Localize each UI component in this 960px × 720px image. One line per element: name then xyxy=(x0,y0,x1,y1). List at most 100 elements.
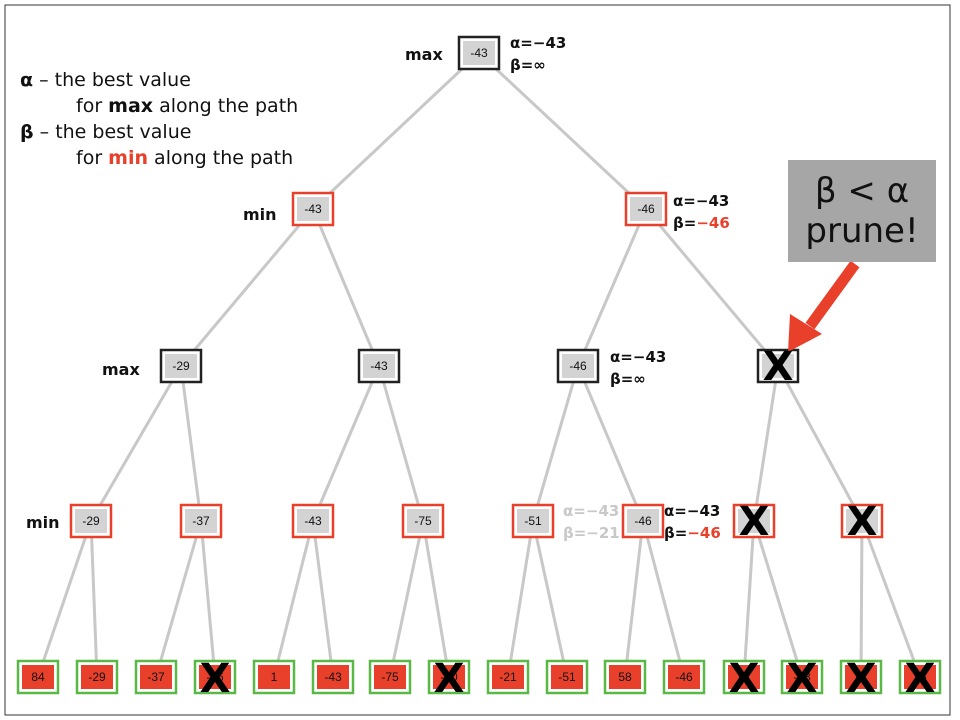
leaf-5-inner xyxy=(317,665,349,689)
edge-l1-1 xyxy=(311,208,381,367)
level-label-max: max xyxy=(102,360,140,379)
prune-x-mark: X xyxy=(763,344,794,390)
node-min-bottom-1: -37 xyxy=(179,503,223,539)
leaf-12-value: 8 xyxy=(741,670,748,684)
min46-beta-value: −46 xyxy=(687,524,720,542)
prune-x-mark: X xyxy=(729,656,760,702)
edge-l3-0 xyxy=(36,520,93,678)
slide-border xyxy=(4,4,951,716)
alpha-prefix: for xyxy=(76,95,109,117)
beta-desc: – the best value xyxy=(33,121,192,143)
prune-x-mark: X xyxy=(905,656,936,702)
node-max-0: -29 xyxy=(159,348,203,384)
leaf-5: -43 xyxy=(311,659,355,695)
leaf-13-inner xyxy=(786,665,818,689)
node-root: -43 xyxy=(457,35,501,71)
node-min-bottom-6-inner xyxy=(738,509,770,533)
leaf-11-value: -46 xyxy=(675,670,693,684)
node-min-0-value: -43 xyxy=(304,202,322,216)
edge-l2-6 xyxy=(752,365,780,522)
node-max-1: -43 xyxy=(357,348,401,384)
leaf-11-inner xyxy=(668,665,700,689)
node-min-bottom-5: -46 xyxy=(621,503,665,539)
edge-l3-4 xyxy=(272,520,315,678)
node-min-bottom-3-inner xyxy=(407,509,439,533)
grey-alpha: α=−43 xyxy=(563,502,619,520)
right-min-alpha: α=−43 xyxy=(673,192,729,210)
leaf-10: 58 xyxy=(603,659,647,695)
leaf-15-value: 76 xyxy=(913,670,927,684)
alpha-symbol: α xyxy=(20,69,34,91)
leaf-14-value: 2 xyxy=(858,670,865,684)
prune-x-mark: X xyxy=(846,656,877,702)
edge-root-1 xyxy=(477,51,648,211)
callout-line2: prune! xyxy=(805,211,919,251)
leaf-3: -46 xyxy=(193,659,237,695)
leaf-4-inner xyxy=(258,665,290,689)
node-min-bottom-6 xyxy=(732,503,776,539)
leaf-1-inner xyxy=(81,665,113,689)
node-min-bottom-1-inner xyxy=(185,509,217,533)
level-label-min: min xyxy=(243,205,277,224)
node-min-bottom-2-value: -43 xyxy=(304,514,322,528)
legend-beta-line: β – the best value xyxy=(20,119,298,145)
alpha-suffix: along the path xyxy=(153,95,299,117)
node-max-0-inner xyxy=(165,354,197,378)
leaf-12-inner xyxy=(728,665,760,689)
node-max-1-value: -43 xyxy=(370,359,388,373)
leaf-14-inner xyxy=(845,665,877,689)
min46-beta-prefix: β= xyxy=(664,524,687,542)
node-max-3-inner xyxy=(762,354,794,378)
node-min-bottom-4-inner xyxy=(517,509,549,533)
node-min-bottom-4: -51 xyxy=(511,503,555,539)
node-min-bottom-2-inner xyxy=(297,509,329,533)
node-min-0-inner xyxy=(297,197,329,221)
node-min-bottom-3-value: -75 xyxy=(414,514,432,528)
leaf-8-inner xyxy=(492,665,524,689)
node-min-bottom-5-value: -46 xyxy=(634,514,652,528)
leaf-9-inner xyxy=(551,665,583,689)
node-min-bottom-0: -29 xyxy=(69,503,113,539)
leaf-6-inner xyxy=(374,665,406,689)
leaf-2-value: -37 xyxy=(147,670,165,684)
edge-l3-6 xyxy=(388,520,425,678)
node-min-bottom-2: -43 xyxy=(291,503,335,539)
edge-l3-9 xyxy=(531,520,569,678)
prune-x-mark: X xyxy=(434,656,465,702)
leaf-7-inner xyxy=(433,665,465,689)
node-root-inner xyxy=(463,41,495,65)
leaf-9-value: -51 xyxy=(558,670,576,684)
leaf-3-value: -46 xyxy=(206,670,224,684)
edge-l3-3 xyxy=(199,520,217,678)
leaf-12: 8 xyxy=(722,659,766,695)
leaf-15-inner xyxy=(904,665,936,689)
prune-x-mark: X xyxy=(200,656,231,702)
leaf-4: 1 xyxy=(252,659,296,695)
node-min-1-value: -46 xyxy=(637,202,655,216)
edge-l2-2 xyxy=(311,365,381,522)
leaf-5-value: -43 xyxy=(324,670,342,684)
legend-alpha-line2: for max along the path xyxy=(20,93,298,119)
node-root-value: -43 xyxy=(470,46,488,60)
edge-l2-3 xyxy=(377,365,425,522)
root-beta: β=∞ xyxy=(510,56,546,74)
alpha-desc: – the best value xyxy=(33,69,191,91)
edge-l3-10 xyxy=(623,520,645,678)
beta-symbol: β xyxy=(20,121,34,143)
node-max-2-value: -46 xyxy=(569,359,587,373)
node-min-bottom-7 xyxy=(840,503,884,539)
edge-l2-5 xyxy=(576,365,645,522)
node-min-1: -46 xyxy=(624,191,668,227)
leaf-8: -21 xyxy=(486,659,530,695)
node-min-bottom-1-value: -37 xyxy=(192,514,210,528)
leaf-7-value: -40 xyxy=(440,670,458,684)
legend: α – the best value for max along the pat… xyxy=(20,67,298,171)
right-max-alpha: α=−43 xyxy=(610,348,666,366)
edge-l3-7 xyxy=(421,520,451,678)
leaf-11: -46 xyxy=(662,659,706,695)
beta-suffix: along the path xyxy=(148,147,294,169)
leaf-13-value: -13 xyxy=(793,670,811,684)
